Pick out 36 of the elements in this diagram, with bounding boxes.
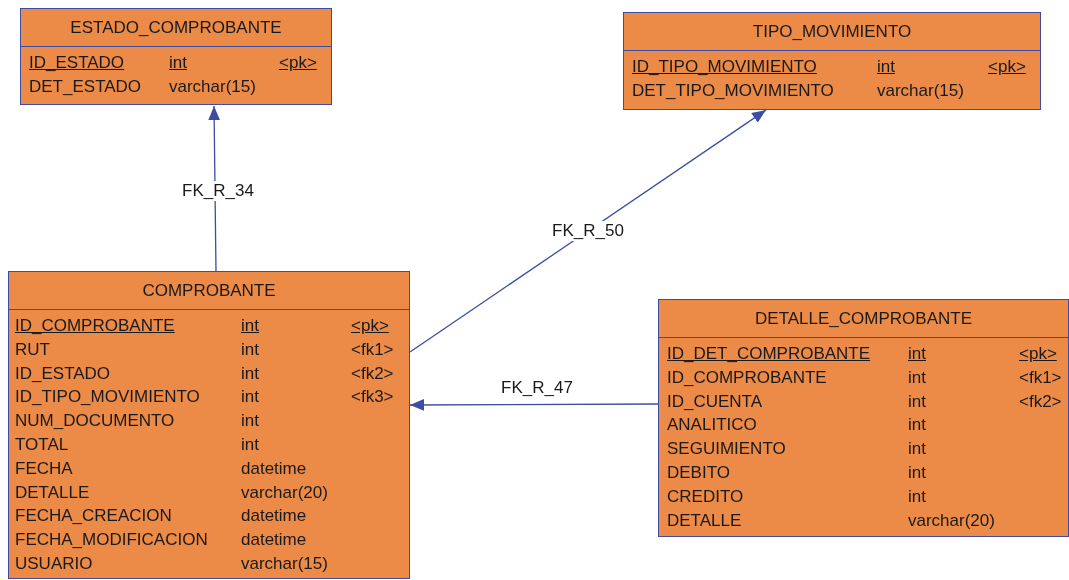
- attribute-row-text: FECHA_CREACION datetime: [14, 505, 308, 528]
- attribute-row-text: DET_ESTADO varchar(15): [28, 75, 257, 98]
- attribute-row-text: ID_ESTADO int <pk>: [28, 52, 318, 74]
- attribute-row-text: ID_CUENTA int <fk2>: [666, 390, 1063, 413]
- attribute-row-text: ID_COMPROBANTE int <fk1>: [666, 366, 1063, 389]
- attribute-row-text: ID_COMPROBANTE int <pk>: [14, 315, 390, 337]
- table-title: DETALLE_COMPROBANTE: [659, 300, 1068, 338]
- edge-label: FK_R_34: [180, 180, 256, 201]
- attribute-row-text: SEGUIMIENTO int: [666, 438, 927, 461]
- attribute-row-text: RUT int <fk1>: [14, 338, 395, 361]
- table-title: TIPO_MOVIMIENTO: [624, 13, 1040, 51]
- attribute-row-text: ID_TIPO_MOVIMIENTO int <pk>: [631, 56, 1027, 78]
- arrow: [409, 399, 659, 411]
- arrow: [208, 105, 220, 272]
- table-title: ESTADO_COMPROBANTE: [21, 9, 331, 47]
- attribute-row-text: CREDITO int: [666, 485, 927, 508]
- entity-table: [20, 8, 332, 105]
- edge-label: FK_R_50: [550, 221, 626, 241]
- attribute-row-text: ID_DET_COMPROBANTE int <pk>: [666, 343, 1058, 365]
- table-title: COMPROBANTE: [9, 272, 409, 310]
- attribute-row-text: DETALLE varchar(20): [14, 481, 329, 504]
- entity-table: [623, 12, 1041, 110]
- attribute-row-text: ID_ESTADO int <fk2>: [14, 362, 395, 385]
- attribute-row-text: ANALITICO int: [666, 414, 927, 437]
- attribute-row-text: DETALLE varchar(20): [666, 509, 996, 532]
- attribute-row-text: FECHA datetime: [14, 457, 308, 480]
- arrow: [409, 109, 767, 353]
- attribute-row-text: ID_TIPO_MOVIMIENTO int <fk3>: [14, 386, 395, 409]
- attribute-row-text: FECHA_MODIFICACION datetime: [14, 529, 308, 552]
- attribute-row-text: NUM_DOCUMENTO int: [14, 410, 260, 433]
- attribute-row-text: DET_TIPO_MOVIMIENTO varchar(15): [631, 79, 965, 102]
- attribute-row-text: TOTAL int: [14, 434, 260, 456]
- attribute-row-text: USUARIO varchar(15): [14, 552, 329, 575]
- attribute-row-text: DEBITO int: [666, 462, 927, 484]
- entity-table: [8, 271, 410, 579]
- entity-table: [658, 299, 1069, 537]
